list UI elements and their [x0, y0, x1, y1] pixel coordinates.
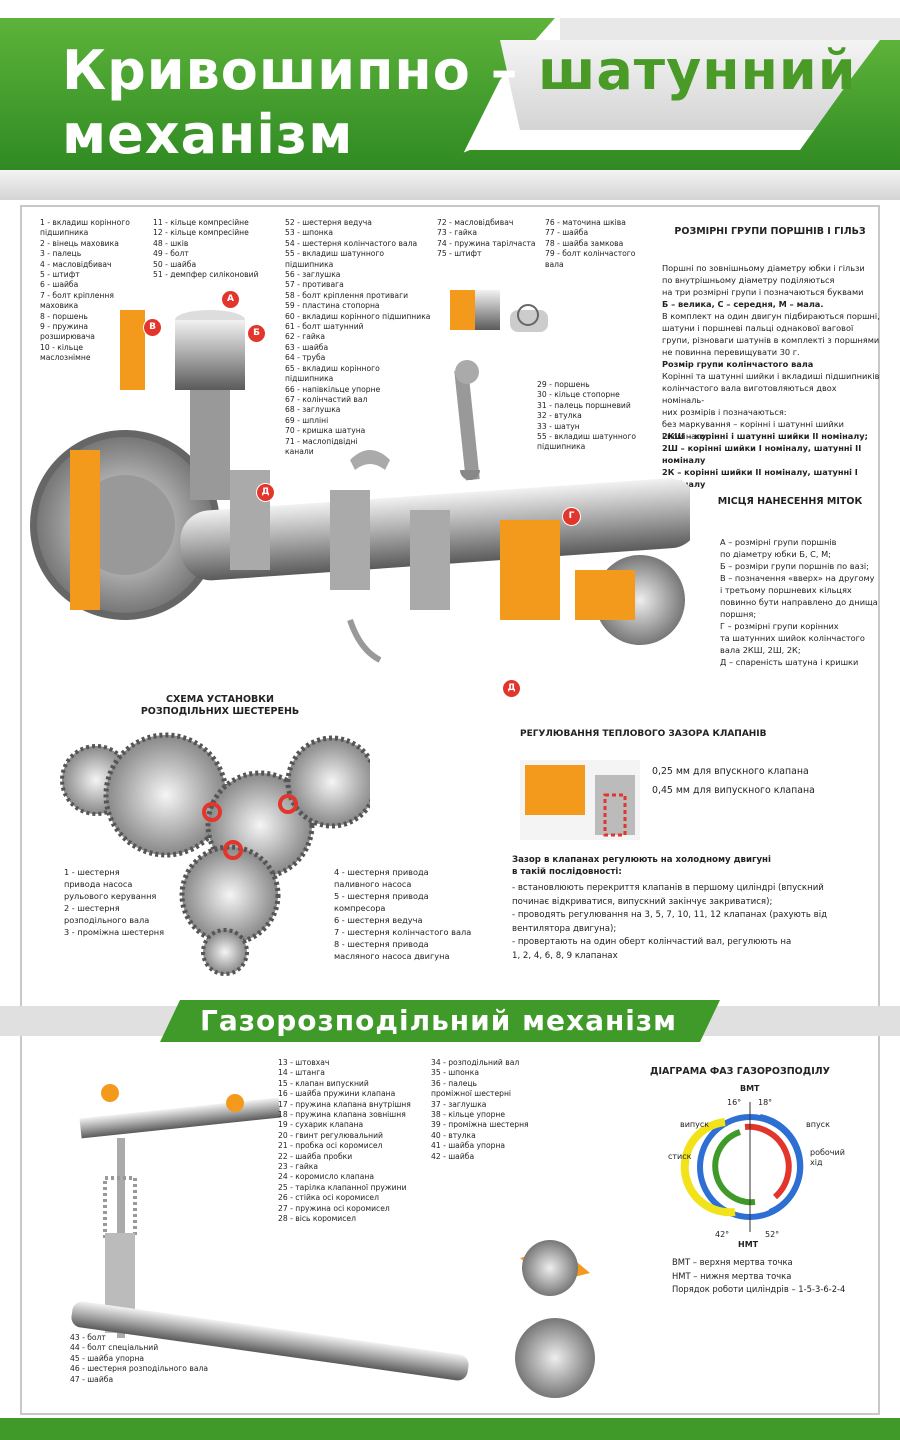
angle-16: 16°	[727, 1098, 742, 1107]
legend-col-2: 11 - кільце компресійне 12 - кільце комп…	[153, 218, 259, 280]
label-compression: стиск	[668, 1152, 692, 1161]
gear-scheme-heading: Схема установки розподільних шестерень	[140, 694, 300, 717]
connecting-rod	[190, 390, 230, 500]
title-part-1: Кривошипно –	[62, 39, 519, 102]
angle-18: 18°	[758, 1098, 773, 1107]
timing-note: ВМТ – верхня мертва точка НМТ – нижня ме…	[672, 1257, 846, 1295]
nmt-label: НМТ	[738, 1240, 759, 1249]
mark-g-circle: Г	[563, 508, 580, 525]
gas-section-banner	[0, 1000, 900, 1042]
size-groups-text-2: Б – велика, С – середня, М – мала.	[662, 299, 824, 309]
mark-d-circle-2: Д	[503, 680, 520, 697]
angle-42: 42°	[715, 1230, 730, 1239]
legend-col-1: 1 - вкладиш корінного підшипника 2 - він…	[40, 218, 130, 363]
piston	[175, 320, 245, 390]
valve-gap-text-bold: Зазор в клапанах регулюють на холодному …	[512, 855, 771, 877]
mark-b-circle: Б	[248, 325, 265, 342]
vmt-label: ВМТ	[740, 1084, 760, 1093]
gas-legend-2: 34 - розподільний вал 35 - шпонка 36 - п…	[431, 1058, 529, 1161]
label-power-stroke: робочий хід	[810, 1148, 845, 1167]
gear-7	[179, 844, 281, 946]
gear-scheme-illustration	[60, 732, 370, 976]
gear-8	[201, 928, 249, 976]
marks-heading: Місця нанесення міток	[717, 496, 863, 507]
crank-mechanism-illustration	[30, 290, 690, 663]
marks-text: А – розмірні групи поршнів по діаметру ю…	[720, 537, 878, 667]
gas-legend-3: 43 - болт 44 - болт спеціальний 45 - шай…	[70, 1333, 208, 1384]
valve-gap-text: - встановлюють перекриття клапанів в пер…	[512, 883, 828, 961]
gear-scheme-legend-right: 4 - шестерня привода паливного насоса 5 …	[334, 867, 472, 961]
valve-gap-heading: Регулювання теплового зазора клапанів	[520, 729, 767, 739]
camshaft	[71, 1301, 469, 1381]
piston-rings-cutaway	[120, 310, 145, 390]
size-groups-heading: Розмірні групи поршнів і гільз	[674, 226, 866, 237]
gas-legend-1: 13 - штовхач 14 - штанга 15 - клапан вип…	[278, 1058, 411, 1224]
legend-col-4: 72 - масловідбивач 73 - гайка 74 - пружи…	[437, 218, 536, 259]
label-exhaust: випуск	[680, 1120, 710, 1129]
header-banner: Кривошипно – шатунний механізм	[0, 0, 900, 200]
footer-bar	[0, 1418, 900, 1440]
gear-4	[285, 735, 370, 829]
legend-col-3: 52 - шестерня ведуча 53 - шпонка 54 - ше…	[285, 218, 431, 456]
size-groups-text-3: В комплект на один двигун підбираються п…	[662, 311, 880, 357]
mark-a-circle: А	[222, 291, 239, 308]
timing-diagram	[680, 1102, 804, 1232]
size-groups-text-1: Поршні по зовнішньому діаметру юбки і гі…	[662, 263, 865, 297]
size-groups-text-6: 2КШ – корінні і шатунні шийки ІІ номінал…	[662, 431, 868, 489]
crankshaft	[180, 470, 690, 645]
valve-gap-illustration	[520, 760, 640, 840]
size-groups-text-5: Корінні та шатунні шийки і вкладиші підш…	[662, 371, 880, 441]
intake-clearance: 0,25 мм для впускного клапана	[652, 766, 809, 777]
angle-52: 52°	[765, 1230, 780, 1239]
mark-d-circle-1: Д	[257, 484, 274, 501]
gear-scheme-legend-left: 1 - шестерня привода насоса рульового ке…	[64, 867, 165, 937]
legend-col-5: 76 - маточина шківа 77 - шайба 78 - шайб…	[545, 218, 636, 269]
mark-v-circle: В	[144, 319, 161, 336]
exhaust-clearance: 0,45 мм для випускного клапана	[652, 785, 815, 796]
valve-train-illustration	[71, 1084, 595, 1398]
timing-diagram-heading: Діаграма фаз газорозподілу	[650, 1066, 830, 1077]
header-background	[0, 0, 900, 200]
title-part-2: шатунний	[538, 39, 857, 102]
gas-section-title: Газорозподільний механізм	[200, 1004, 678, 1037]
piston-legend: 29 - поршень 30 - кільце стопорне 31 - п…	[537, 380, 637, 452]
title-part-3: механізм	[62, 103, 354, 166]
size-groups-text-4: Розмір групи колінчастого вала	[662, 359, 814, 369]
label-inlet: впуск	[806, 1120, 830, 1129]
